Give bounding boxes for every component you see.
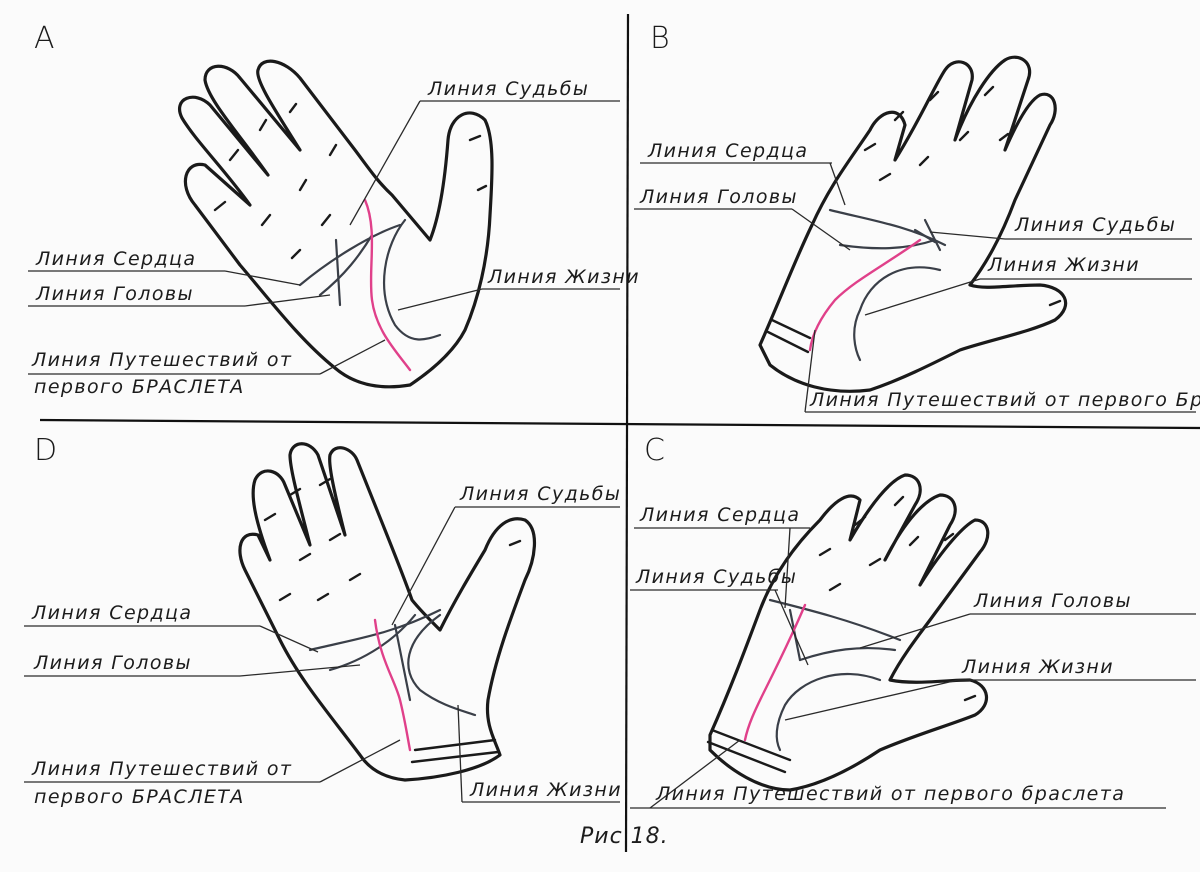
- hand-b-travel-label: Линия Путешествий от первого Брасле: [809, 389, 1200, 411]
- horizontal-divider: [40, 420, 1200, 428]
- hand-c-life-leader: [785, 680, 958, 720]
- hand-b-head-leader: [792, 209, 850, 250]
- panel-c: C Линия Сердца Линия Судьбы Линия Головы…: [630, 433, 1196, 808]
- figure-caption: Рис 18.: [580, 824, 669, 849]
- vertical-divider: [626, 14, 628, 852]
- hand-a-travel-leader: [320, 340, 385, 374]
- hand-c-heart-label: Линия Сердца: [639, 504, 800, 526]
- hand-a-fate-label: Линия Судьбы: [427, 78, 589, 100]
- hand-a-travel-label-2: первого БРАСЛЕТА: [34, 376, 245, 398]
- hand-a-life-leader: [398, 289, 482, 310]
- hand-c-head-label: Линия Головы: [973, 590, 1132, 612]
- hand-a-head-leader: [245, 295, 330, 306]
- hand-a-travel-line: [365, 200, 410, 370]
- hand-d-travel-label-1: Линия Путешествий от: [31, 758, 292, 780]
- hand-b-head-line: [840, 240, 935, 248]
- hand-a-head-label: Линия Головы: [35, 283, 194, 305]
- hand-a-fate-line: [336, 240, 340, 305]
- hand-d-life-leader: [458, 705, 462, 802]
- hand-b-fate-leader: [930, 232, 1005, 239]
- hand-a-heart-label: Линия Сердца: [35, 248, 196, 270]
- hand-c-head-line: [800, 648, 895, 660]
- hand-d-heart-label: Линия Сердца: [31, 602, 192, 624]
- panel-d-letter: D: [34, 433, 57, 468]
- hand-c-fate-leader: [775, 590, 808, 665]
- hand-a-heart-leader: [225, 271, 300, 285]
- hand-d-fate-label: Линия Судьбы: [459, 483, 621, 505]
- panel-b: B Линия Сердца Линия Головы Линия Судьбы…: [634, 21, 1200, 412]
- hand-a-fate-leader: [350, 101, 420, 225]
- hand-b-fate-label: Линия Судьбы: [1014, 214, 1176, 236]
- hand-a-drawing: [180, 61, 492, 387]
- hand-d-head-label: Линия Головы: [33, 652, 192, 674]
- hand-c-life-line: [777, 674, 880, 750]
- hand-b-life-label: Линия Жизни: [987, 254, 1140, 276]
- hand-d-travel-line: [375, 620, 410, 750]
- hand-b-life-leader: [865, 279, 980, 315]
- hand-d-fate-leader: [392, 507, 455, 625]
- panel-d: D Линия Судьбы Линия Сердца Линия Головы…: [24, 433, 622, 808]
- hand-c-heart-line: [770, 600, 900, 640]
- panel-c-letter: C: [644, 433, 665, 468]
- hand-b-travel-line: [810, 240, 920, 350]
- hand-a-travel-label-1: Линия Путешествий от: [31, 349, 292, 371]
- panel-b-letter: B: [650, 21, 670, 56]
- hand-b-head-label: Линия Головы: [639, 186, 798, 208]
- hand-d-life-label: Линия Жизни: [469, 779, 622, 801]
- hand-d-heart-leader: [260, 626, 318, 652]
- hand-c-fate-label: Линия Судьбы: [635, 566, 797, 588]
- hand-d-travel-label-2: первого БРАСЛЕТА: [34, 786, 245, 808]
- hand-c-life-label: Линия Жизни: [961, 656, 1114, 678]
- hand-b-heart-label: Линия Сердца: [647, 140, 808, 162]
- panel-a-letter: A: [34, 21, 55, 56]
- hand-a-life-label: Линия Жизни: [487, 266, 640, 288]
- hand-c-travel-label: Линия Путешествий от первого браслета: [655, 783, 1125, 805]
- hand-d-heart-line: [310, 610, 440, 650]
- panel-a: A Линия Судьбы Линия Сердца Линия Головы…: [28, 21, 640, 398]
